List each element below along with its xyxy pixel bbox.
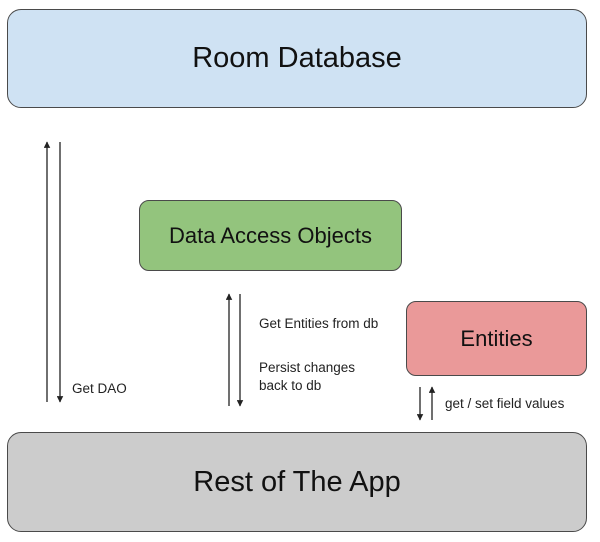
field-values-label: get / set field values <box>445 396 565 411</box>
room-database-label: Room Database <box>192 42 402 74</box>
data-access-objects-label: Data Access Objects <box>169 222 372 248</box>
room-database-box: Room Database <box>7 9 587 108</box>
get-dao-label: Get DAO <box>72 381 127 396</box>
entities-box: Entities <box>406 301 587 376</box>
persist-changes-label: Persist changes back to db <box>259 360 356 393</box>
data-access-objects-box: Data Access Objects <box>139 200 402 271</box>
get-entities-label: Get Entities from db <box>259 316 379 331</box>
entities-label: Entities <box>460 325 533 351</box>
rest-of-app-box: Rest of The App <box>7 432 587 532</box>
rest-of-app-label: Rest of The App <box>193 465 401 498</box>
